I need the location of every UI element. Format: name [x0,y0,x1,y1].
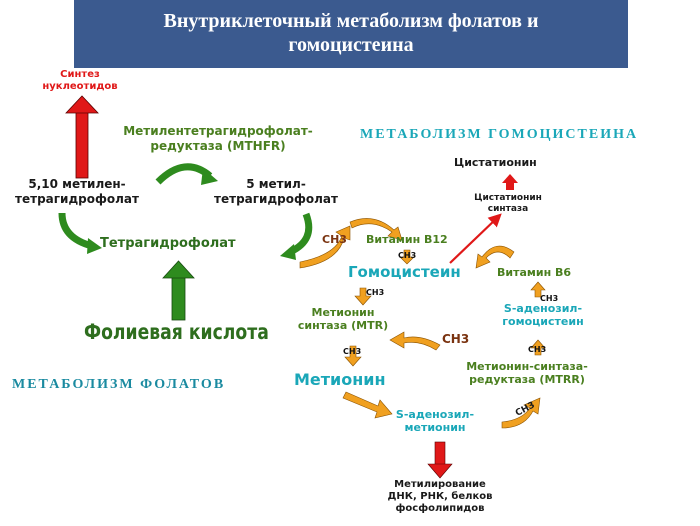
methyl-thf-label: 5 метил- тетрагидрофолат [214,177,338,206]
vitamin-b6-label: Витамин В6 [497,266,572,279]
cystathionine-up-arrow [502,174,518,190]
sah-to-b6-arrow [530,281,546,298]
ch3-small-homocysteine: CH3 [366,288,385,297]
b6-to-homocysteine-arrow [475,245,515,269]
folic-acid-label: Фолиевая кислота [84,320,269,344]
methylation-label: Метилирование ДНК, РНК, белков фосфолипи… [387,479,493,514]
cycle-arrow-top-head [201,168,218,185]
title-banner: Внутриклеточный метаболизм фолатов и гом… [74,0,628,68]
nucleotide-synthesis-label: Синтез нуклеотидов [42,69,118,92]
title-line-2: гомоцистеина [288,34,414,56]
sah-label: S-аденозил- гомоцистеин [502,302,584,328]
mtr-to-methionine-arrow [344,345,362,367]
mtrr-label: Метионин-синтаза- редуктаза (MTRR) [466,360,588,386]
thf-label: Тетрагидрофолат [100,236,236,251]
b12-curve-arrow [349,218,403,241]
mtrr-to-sah-arrow [530,339,546,356]
cycle-arrow-left-head [87,238,102,254]
cbs-diagonal-arrow [449,213,502,264]
homocysteine-section-title: МЕТАБОЛИЗМ ГОМОЦИСТЕИНА [360,127,639,142]
ch3-down-arrow [399,249,415,265]
ch3-curve-arrow [299,225,351,269]
methionine-label: Метионин [294,370,386,389]
cbs-label: Цистатионин синтаза [474,193,542,214]
mthfr-label: Метилентетрагидрофолат- редуктаза (MTHFR… [123,124,313,153]
nucleotide-up-arrow [65,95,99,179]
ch3-to-mtr-arrow [389,331,441,351]
ch3-label-mtrr-link: CH3 [442,332,470,346]
sam-label: S-аденозил- метионин [395,408,475,434]
ch3-small-mtrr: CH3 [528,345,547,354]
sam-to-mtrr-arrow [501,397,541,429]
methylation-down-arrow [427,441,453,479]
mtr-label: Метионин синтаза (MTR) [297,306,389,332]
folic-acid-up-arrow [162,260,195,321]
title-line-1: Внутриклеточный метаболизм фолатов и [163,10,539,32]
folate-section-title: МЕТАБОЛИЗМ ФОЛАТОВ [12,377,226,392]
ch3-small-b12: CH3 [398,251,417,260]
cycle-arrow-left [58,212,94,250]
homocysteine-to-mtr-arrow [354,287,372,306]
ch3-small-sah: CH3 [540,294,559,303]
homocysteine-label: Гомоцистеин [348,263,461,281]
ch3-small-mtr: CH3 [343,347,362,356]
cystathionine-label: Цистатионин [454,156,537,169]
vitamin-b12-label: Витамин В12 [366,233,448,246]
methylene-thf-label: 5,10 метилен- тетрагидрофолат [15,177,139,206]
ch3-label-folate-link: CH3 [322,233,347,246]
cycle-arrow-right-head [280,244,296,260]
methionine-to-sam-arrow [342,391,393,419]
